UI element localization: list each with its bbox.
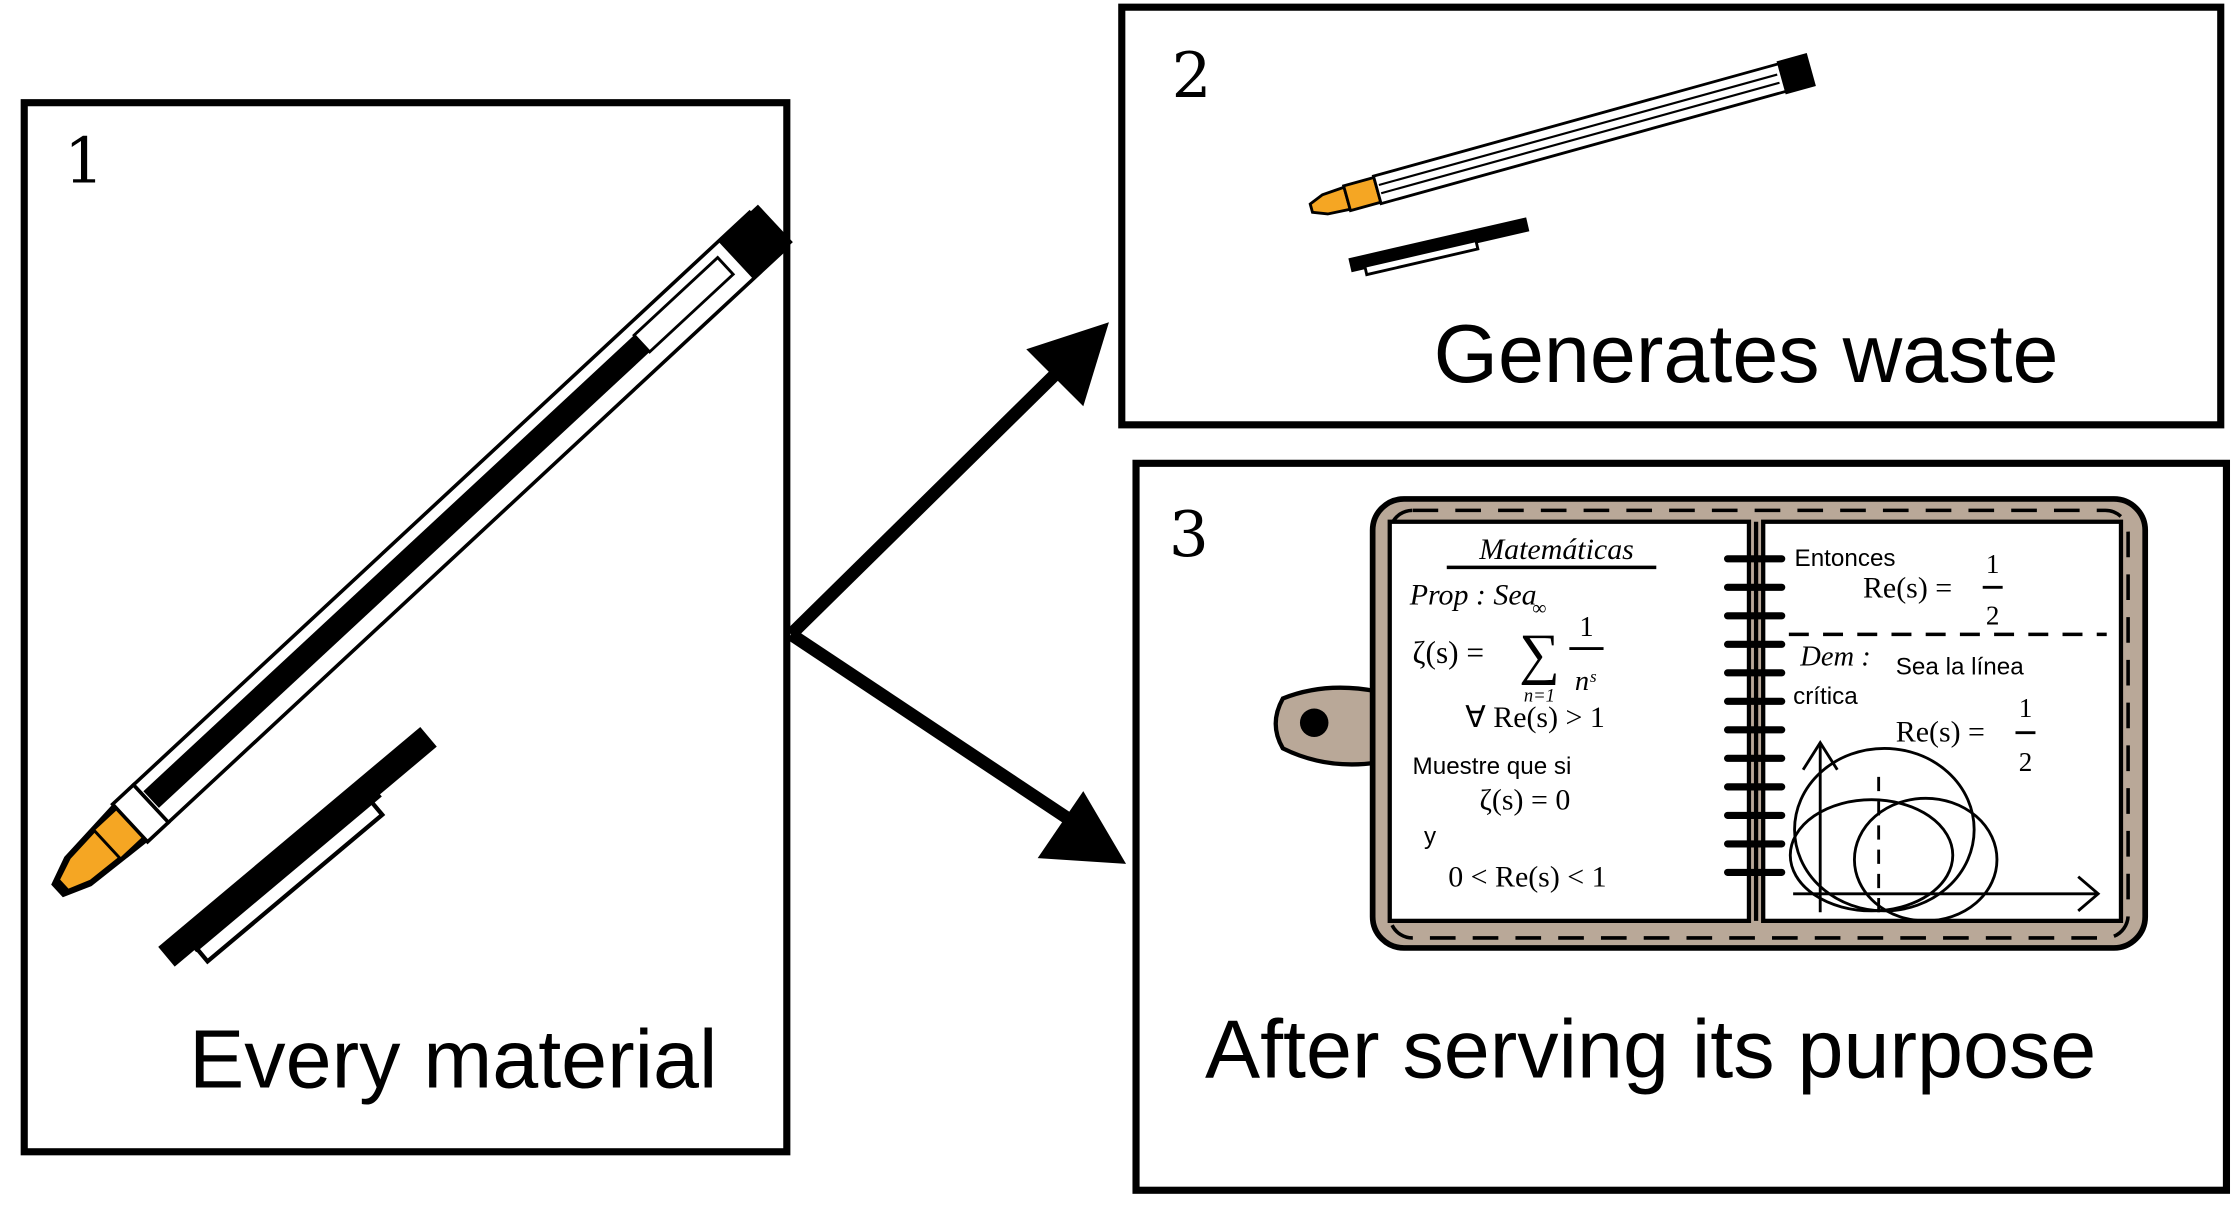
- sketch-ellipse: [1852, 796, 1999, 923]
- sum-symbol: ∑: [1519, 623, 1560, 686]
- pen-icon: [51, 204, 793, 898]
- line-numerator: 1: [2019, 693, 2033, 723]
- result-denominator: 2: [1986, 600, 2000, 630]
- arrow-to-panel-2: [786, 322, 1109, 639]
- pen-cap-icon: [1348, 217, 1530, 277]
- panel-3: 3 After serving its purpose Matemáticas …: [1132, 459, 2231, 1194]
- panel-2: 2 Generates waste: [1118, 3, 2225, 429]
- condition-text: ∀ Re(s) > 1: [1465, 701, 1605, 734]
- y-axis-arrowhead: [1801, 740, 1839, 771]
- sum-lower: n=1: [1524, 685, 1555, 706]
- zeta-lhs: ζ(s) =: [1413, 635, 1485, 670]
- arrow-to-panel-3: [787, 629, 1127, 864]
- line-denominator: 2: [2019, 747, 2033, 777]
- then-text: Entonces: [1795, 545, 1896, 572]
- x-axis-arrowhead: [2077, 875, 2101, 912]
- notebook-icon: Matemáticas Prop : Sea ζ(s) = ∞ ∑ n=1 1 …: [1273, 496, 2149, 951]
- pen-icon: [1308, 53, 1816, 216]
- notebook-title: Matemáticas: [1478, 533, 1634, 566]
- dem-text: Sea la línea: [1896, 653, 2024, 680]
- panel-3-caption: After serving its purpose: [1205, 1003, 2096, 1096]
- show-text: Muestre que si: [1413, 753, 1572, 780]
- zeta-zero: ζ(s) = 0: [1480, 784, 1571, 817]
- prop-text: Prop : Sea: [1409, 578, 1537, 611]
- sketch-ellipse: [1788, 798, 1955, 913]
- panel-1-frame: [20, 99, 791, 1156]
- right-page: [1761, 519, 2124, 923]
- panel-2-number: 2: [1172, 39, 1212, 112]
- line-lhs: Re(s) =: [1896, 715, 1985, 748]
- frac-numerator: 1: [1579, 612, 1593, 643]
- frac-denominator: nˢ: [1575, 666, 1596, 697]
- panel-1: 1 Every material: [20, 99, 793, 1156]
- dem-text-2: crítica: [1793, 683, 1858, 710]
- panel-3-number: 3: [1169, 498, 1209, 571]
- critical-line-plot: [1788, 740, 2101, 923]
- and-text: y: [1424, 823, 1437, 850]
- pen-cap-icon: [158, 727, 437, 967]
- panel-2-frame: [1118, 3, 2225, 429]
- left-page: [1387, 519, 1752, 923]
- panel-2-caption: Generates waste: [1434, 307, 2059, 400]
- result-numerator: 1: [1986, 549, 2000, 579]
- panel-1-number: 1: [64, 125, 104, 198]
- panel-1-caption: Every material: [189, 1013, 717, 1106]
- spiral-binding-icon: [1724, 555, 1786, 876]
- sum-upper: ∞: [1532, 597, 1546, 619]
- clasp-button-icon: [1299, 708, 1329, 737]
- critical-strip: 0 < Re(s) < 1: [1448, 861, 1606, 894]
- dem-label: Dem :: [1799, 642, 1870, 673]
- result-lhs: Re(s) =: [1863, 571, 1952, 604]
